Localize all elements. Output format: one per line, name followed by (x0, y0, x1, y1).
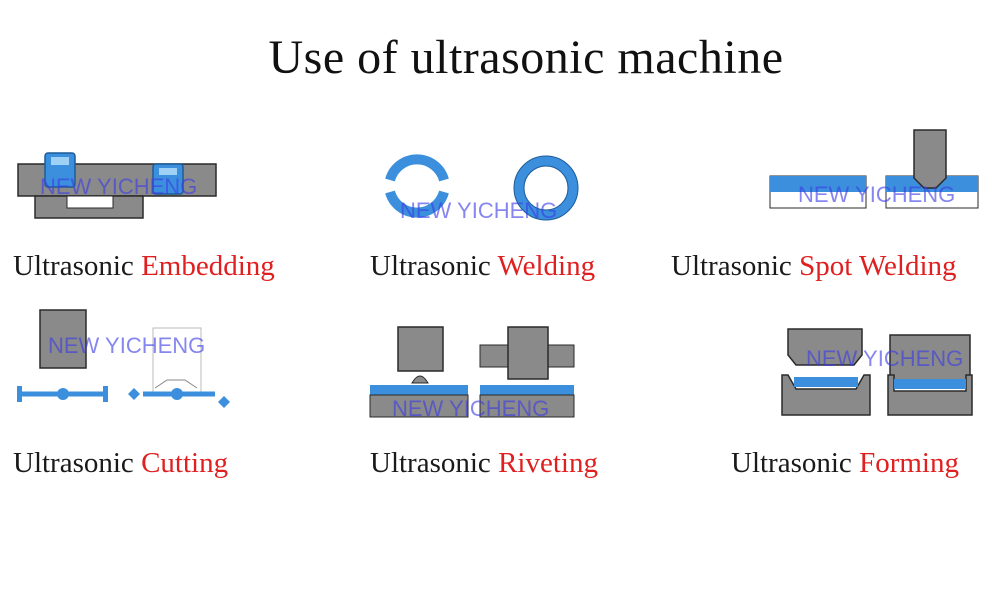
welding-illustration (385, 154, 579, 221)
caption-highlight: Spot Welding (799, 250, 957, 282)
caption-forming: Ultrasonic Forming (731, 447, 959, 480)
watermark: NEW YICHENG (392, 396, 550, 421)
caption-highlight: Forming (859, 447, 959, 479)
caption-highlight: Cutting (141, 447, 229, 479)
caption-welding: Ultrasonic Welding (370, 250, 595, 283)
caption-highlight: Welding (497, 250, 596, 282)
caption-highlight: Riveting (498, 447, 598, 479)
watermark: NEW YICHENG (40, 174, 198, 199)
watermark: NEW YICHENG (798, 182, 956, 207)
caption-cutting: Ultrasonic Cutting (13, 447, 228, 480)
caption-embedding: Ultrasonic Embedding (13, 250, 275, 283)
caption-prefix: Ultrasonic (370, 250, 491, 282)
spot-welding-illustration (769, 129, 979, 209)
watermark: NEW YICHENG (48, 333, 206, 358)
forming-illustration (781, 328, 973, 416)
caption-prefix: Ultrasonic (731, 447, 852, 479)
caption-riveting: Ultrasonic Riveting (370, 447, 598, 480)
caption-prefix: Ultrasonic (671, 250, 792, 282)
watermark: NEW YICHENG (400, 198, 558, 223)
caption-highlight: Embedding (141, 250, 275, 282)
caption-prefix: Ultrasonic (13, 447, 134, 479)
caption-prefix: Ultrasonic (370, 447, 491, 479)
page-title: Use of ultrasonic machine (268, 31, 784, 84)
embedding-illustration (17, 152, 217, 219)
caption-prefix: Ultrasonic (13, 250, 134, 282)
riveting-illustration (369, 326, 575, 418)
caption-spot-welding: Ultrasonic Spot Welding (671, 250, 957, 283)
watermark: NEW YICHENG (806, 346, 964, 371)
cutting-illustration (17, 309, 230, 408)
